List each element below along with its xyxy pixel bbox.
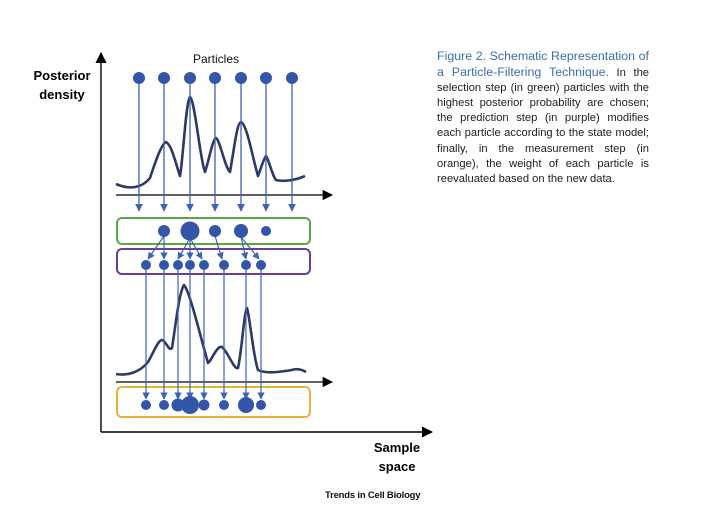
measured-particles xyxy=(141,396,266,414)
particle xyxy=(286,72,298,84)
particle xyxy=(198,399,210,411)
particle xyxy=(185,260,195,270)
particle xyxy=(209,225,221,237)
arrow xyxy=(240,236,260,260)
x-axis-label-line1: Sample xyxy=(374,440,420,455)
y-axis-label-line2: density xyxy=(39,87,85,102)
particle xyxy=(199,260,209,270)
y-axis-label-line1: Posterior xyxy=(33,68,90,83)
selection-step-box xyxy=(116,217,311,245)
particle xyxy=(158,225,170,237)
journal-footer: Trends in Cell Biology xyxy=(325,490,421,501)
predicted-particles xyxy=(141,260,266,270)
initial-particles xyxy=(133,72,298,84)
particle xyxy=(260,72,272,84)
prediction-to-measurement-arrows xyxy=(142,268,265,400)
caption-title: Figure 2. Schematic Representation of a … xyxy=(437,49,649,80)
particle xyxy=(159,400,169,410)
particle xyxy=(234,224,248,238)
initial-particle-arrows xyxy=(135,78,296,212)
particle xyxy=(158,72,170,84)
figure-caption: Figure 2. Schematic Representation of a … xyxy=(437,49,649,187)
x-axis-label-line2: space xyxy=(379,459,416,474)
particle xyxy=(181,396,199,414)
measurement-step-box xyxy=(116,386,311,418)
particle xyxy=(171,398,185,412)
particle xyxy=(141,400,151,410)
arrow xyxy=(147,235,165,260)
particle xyxy=(256,400,266,410)
particle xyxy=(235,72,247,84)
selection-to-prediction-arrows xyxy=(147,235,260,260)
particle xyxy=(209,72,221,84)
updated-density-curve xyxy=(115,283,307,376)
particle xyxy=(159,260,169,270)
selected-particles xyxy=(158,221,271,241)
particle xyxy=(238,397,254,413)
prior-density-curve xyxy=(115,95,306,189)
arrow xyxy=(189,237,203,260)
arrow xyxy=(240,236,249,260)
particle xyxy=(173,260,183,270)
particle xyxy=(133,72,145,84)
particle xyxy=(219,400,229,410)
particle xyxy=(184,72,196,84)
particle xyxy=(180,221,200,241)
particle xyxy=(261,226,271,236)
particle xyxy=(219,260,229,270)
particle xyxy=(256,260,266,270)
particle xyxy=(241,260,251,270)
particle xyxy=(141,260,151,270)
particles-label: Particles xyxy=(193,52,239,66)
arrow xyxy=(214,235,224,260)
prediction-step-box xyxy=(116,248,311,275)
arrow xyxy=(177,237,191,260)
caption-body: In the selection step (in green) particl… xyxy=(437,67,650,185)
